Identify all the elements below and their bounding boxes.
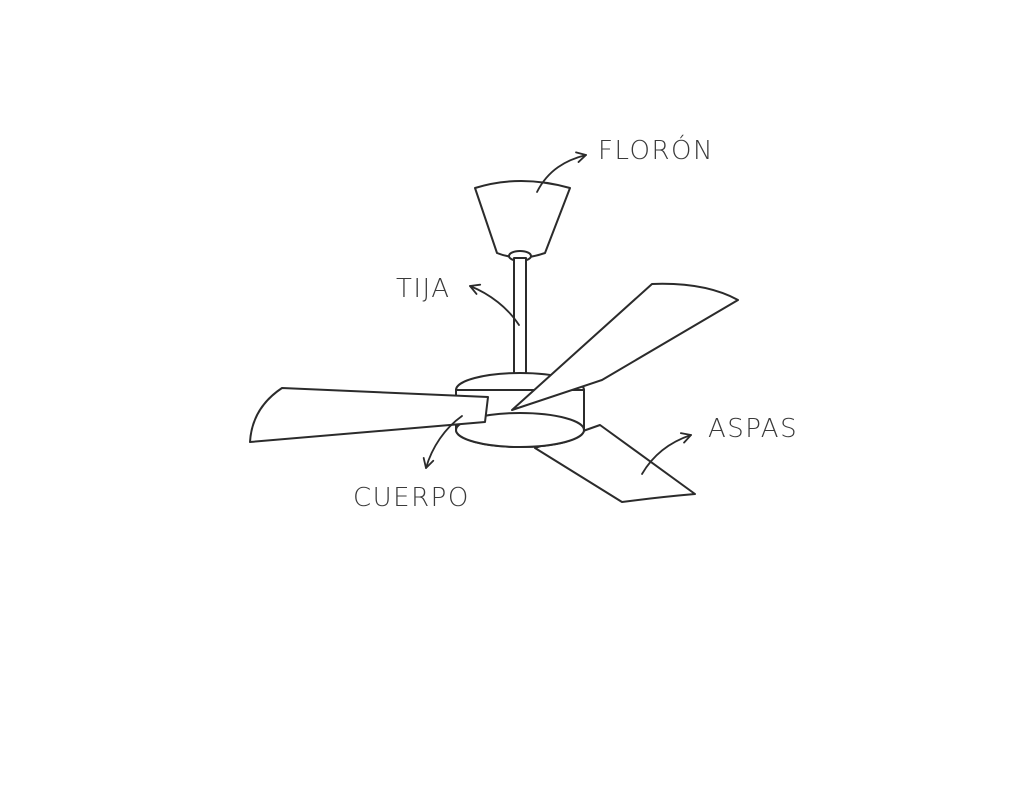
label-cuerpo: CUERPO bbox=[353, 483, 470, 513]
canopy-shape bbox=[474, 180, 571, 259]
arrow-tija bbox=[469, 283, 520, 326]
arrow-aspas bbox=[641, 432, 692, 475]
blade-front-right bbox=[511, 282, 739, 411]
downrod-shape bbox=[513, 257, 527, 377]
blade-left bbox=[249, 387, 489, 443]
label-aspas: ASPAS bbox=[708, 414, 799, 444]
arrow-cuerpo bbox=[422, 415, 463, 469]
arrow-floron bbox=[536, 151, 587, 193]
label-tija: TIJA bbox=[396, 274, 451, 304]
body-bottom-ring bbox=[455, 412, 585, 448]
blade-back-right bbox=[534, 424, 696, 503]
label-floron: FLORÓN bbox=[598, 136, 714, 166]
